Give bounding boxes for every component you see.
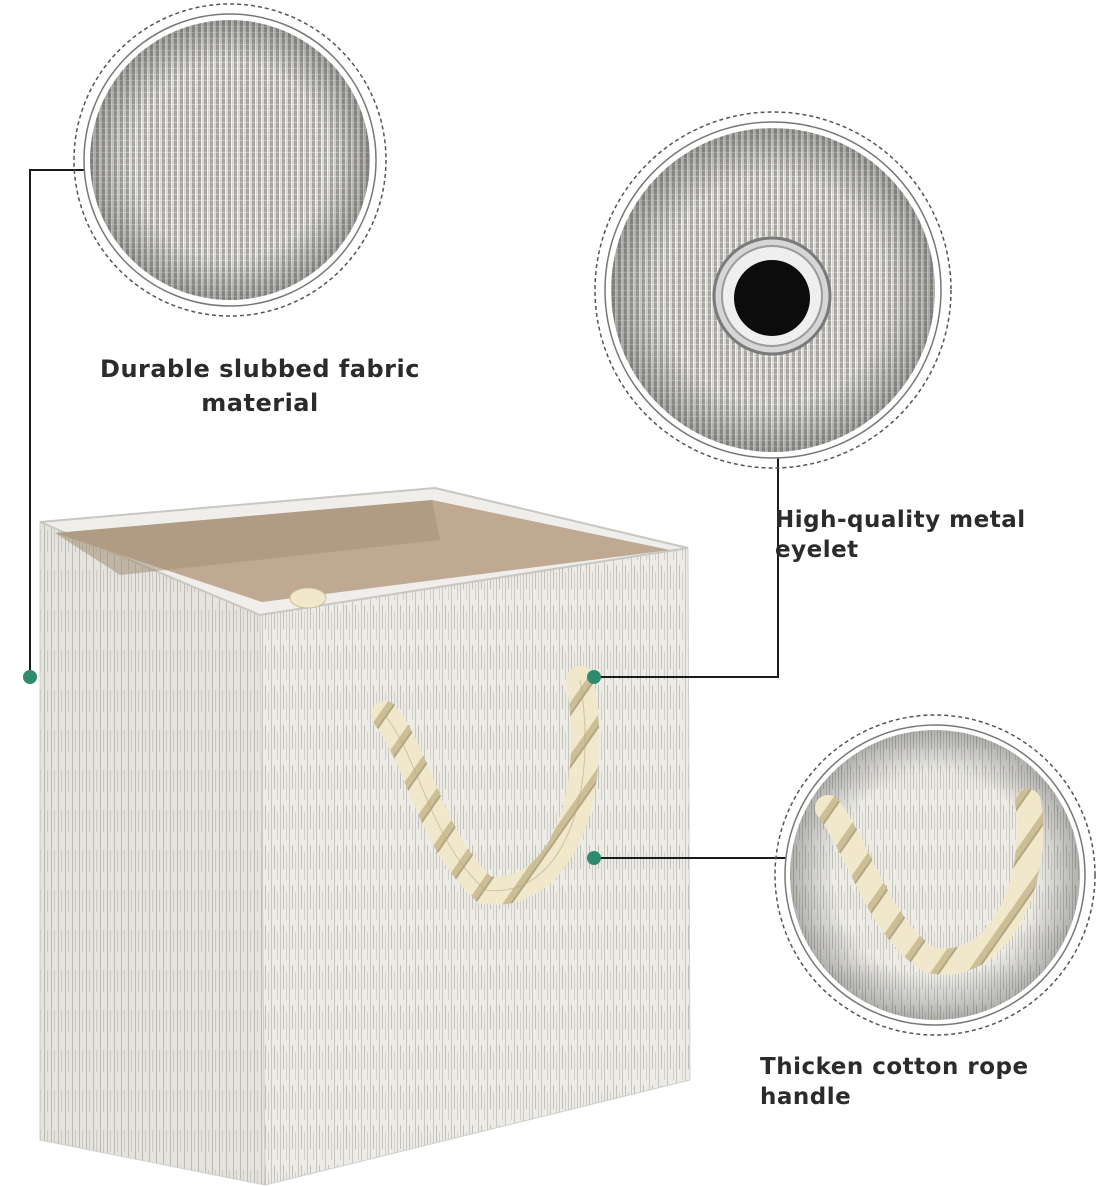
leader-dot-fabric <box>23 670 37 684</box>
box-rope-outline <box>384 679 586 892</box>
eyelet-hole <box>734 260 810 336</box>
fabric-callout-line2: material <box>201 389 319 417</box>
fabric-callout-line1: Durable slubbed fabric <box>100 355 420 383</box>
back-rope-knot <box>289 587 327 609</box>
box-side-panel <box>39 521 266 1186</box>
fabric-callout-label: Durable slubbed fabric material <box>100 352 420 420</box>
fabric-detail-icon <box>73 3 387 317</box>
leader-dot-rope <box>587 851 601 865</box>
leader-line-fabric <box>29 169 92 677</box>
eyelet-detail-icon <box>594 111 952 469</box>
leader-dot-eyelet <box>587 670 601 684</box>
box-interior-shadow <box>55 500 440 575</box>
eyelet-callout-label: High-quality metal eyelet <box>775 507 1026 563</box>
rope-handle-detail-icon <box>774 714 1096 1036</box>
callout-leaders <box>23 169 790 865</box>
storage-box <box>39 486 691 1186</box>
leader-line-eyelet <box>594 455 779 678</box>
rope-callout-label: Thicken cotton rope handle <box>760 1054 1029 1110</box>
